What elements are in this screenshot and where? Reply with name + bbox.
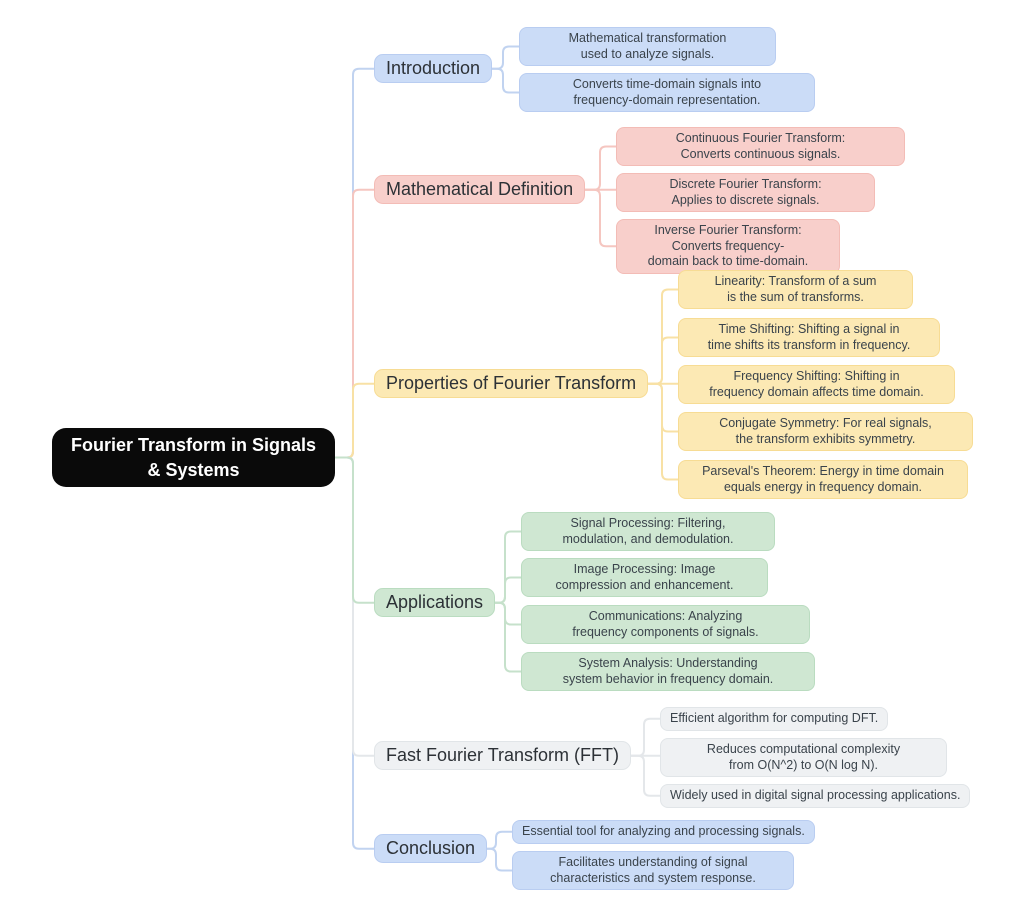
child-node-properties-2[interactable]: Time Shifting: Shifting a signal in time… — [678, 318, 940, 357]
child-node-introduction-2[interactable]: Converts time-domain signals into freque… — [519, 73, 815, 112]
connector — [492, 601, 524, 673]
connector — [582, 188, 619, 248]
connector — [492, 601, 524, 626]
connector — [628, 754, 663, 797]
connector — [489, 45, 522, 70]
child-node-introduction-1[interactable]: Mathematical transformation used to anal… — [519, 27, 776, 66]
child-node-fft-3[interactable]: Widely used in digital signal processing… — [660, 784, 971, 808]
child-node-mathematical-definition-3[interactable]: Inverse Fourier Transform: Converts freq… — [616, 219, 840, 274]
connector — [332, 188, 377, 459]
child-node-mathematical-definition-2[interactable]: Discrete Fourier Transform: Applies to d… — [616, 173, 875, 212]
connector — [332, 382, 377, 459]
child-node-properties-1[interactable]: Linearity: Transform of a sum is the sum… — [678, 270, 913, 309]
branch-node-mathematical-definition[interactable]: Mathematical Definition — [374, 175, 586, 205]
branch-node-properties[interactable]: Properties of Fourier Transform — [374, 369, 649, 399]
connector — [582, 145, 619, 191]
connector — [492, 530, 524, 604]
branch-node-fft[interactable]: Fast Fourier Transform (FFT) — [374, 741, 632, 771]
branch-node-conclusion[interactable]: Conclusion — [374, 834, 488, 864]
child-node-properties-3[interactable]: Frequency Shifting: Shifting in frequenc… — [678, 365, 955, 404]
connector — [645, 336, 681, 385]
child-node-applications-3[interactable]: Communications: Analyzing frequency comp… — [521, 605, 810, 644]
child-node-conclusion-1[interactable]: Essential tool for analyzing and process… — [512, 820, 815, 844]
connector — [484, 830, 515, 850]
child-node-fft-1[interactable]: Efficient algorithm for computing DFT. — [660, 707, 889, 731]
connector — [332, 456, 377, 850]
branch-node-introduction[interactable]: Introduction — [374, 54, 493, 84]
child-node-conclusion-2[interactable]: Facilitates understanding of signal char… — [512, 851, 794, 890]
connector — [645, 382, 681, 481]
connector — [645, 382, 681, 433]
child-node-applications-4[interactable]: System Analysis: Understanding system be… — [521, 652, 815, 691]
child-node-properties-4[interactable]: Conjugate Symmetry: For real signals, th… — [678, 412, 973, 451]
connector — [492, 576, 524, 604]
branch-node-applications[interactable]: Applications — [374, 588, 496, 618]
child-node-properties-5[interactable]: Parseval's Theorem: Energy in time domai… — [678, 460, 968, 499]
root-node[interactable]: Fourier Transform in Signals & Systems — [52, 428, 335, 487]
connector — [332, 67, 377, 459]
child-node-fft-2[interactable]: Reduces computational complexity from O(… — [660, 738, 947, 777]
connector — [484, 847, 515, 872]
connector — [628, 717, 663, 757]
connector — [332, 456, 377, 757]
child-node-applications-2[interactable]: Image Processing: Image compression and … — [521, 558, 768, 597]
connector — [489, 67, 522, 94]
child-node-applications-1[interactable]: Signal Processing: Filtering, modulation… — [521, 512, 775, 551]
connector — [332, 456, 377, 604]
child-node-mathematical-definition-1[interactable]: Continuous Fourier Transform: Converts c… — [616, 127, 905, 166]
